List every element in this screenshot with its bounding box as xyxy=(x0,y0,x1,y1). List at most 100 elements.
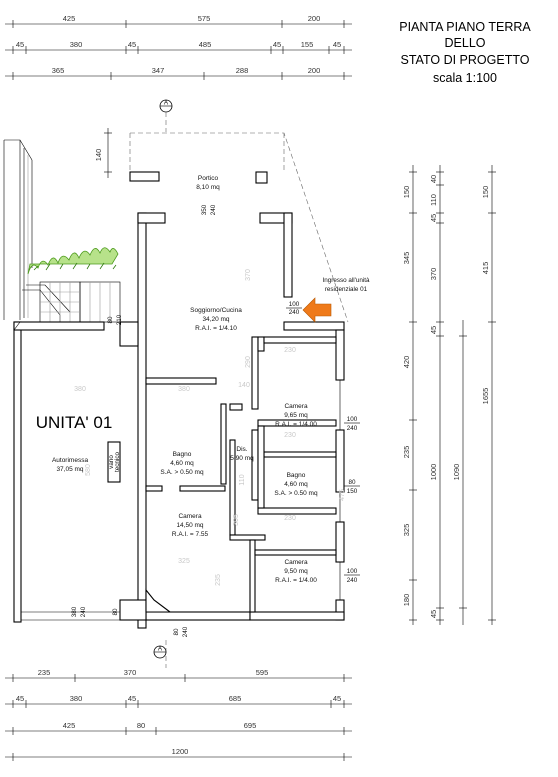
bagno1-name: Bagno xyxy=(173,451,192,458)
entrance-line-1: Ingresso all'unità xyxy=(322,277,370,284)
camera1-win-h: 240 xyxy=(347,425,358,432)
portico-area: 8,10 mq xyxy=(196,184,220,191)
room-portico: Portico 8,10 mq 350 240 xyxy=(196,175,220,215)
dim-top-r2-1: 45 xyxy=(16,40,24,49)
dim-right-c2-1: 40 xyxy=(429,175,438,183)
dim-right-c2-6: 1000 xyxy=(429,464,438,481)
ghost-140: 140 xyxy=(238,382,250,389)
dim-top-r2-2: 380 xyxy=(70,40,83,49)
ghost-475: 475 xyxy=(339,489,346,501)
soggiorno-name: Soggiorno/Cucina xyxy=(190,307,242,314)
room-camera-2: Camera 14,50 mq R.A.I. = 7.55 xyxy=(172,513,209,538)
ghost-380b: 380 xyxy=(178,386,190,393)
room-camera-3: Camera 9,50 mq R.A.I. = 1/4.00 100 240 xyxy=(275,559,360,584)
autorimessa-name: Autorimessa xyxy=(52,457,89,464)
title-line-1: PIANTA PIANO TERRA xyxy=(399,20,531,34)
bagno2-win-h: 150 xyxy=(347,488,358,495)
camera3-win-w: 100 xyxy=(347,568,358,575)
dim-bottom-r3-2: 80 xyxy=(137,721,145,730)
building-walls xyxy=(13,171,345,629)
dim-right-c4-1: 1090 xyxy=(452,464,461,481)
room-soggiorno: Soggiorno/Cucina 34,20 mq R.A.I. = 1/4.1… xyxy=(190,307,242,332)
title-line-3: STATO DI PROGETTO xyxy=(401,53,530,67)
portico-column-right xyxy=(255,171,268,184)
camera1-area: 9,65 mq xyxy=(284,412,308,419)
dim-right-c1-6: 180 xyxy=(402,594,411,607)
dim-right-c2-7: 45 xyxy=(429,610,438,618)
dim-right-c2-3: 45 xyxy=(429,214,438,222)
hedge-planting xyxy=(27,247,119,275)
room-bagno-1: Bagno 4,60 mq S.A. > 0.50 mq xyxy=(160,451,204,476)
bagno2-sa: S.A. > 0.50 mq xyxy=(274,490,318,497)
portico-name: Portico xyxy=(198,175,219,182)
ghost-370: 370 xyxy=(245,269,252,281)
left-window-marker: 80 210 xyxy=(107,314,123,325)
camera2-name: Camera xyxy=(178,513,202,520)
left-win-w: 80 xyxy=(107,316,114,324)
autorimessa-area: 37,05 mq xyxy=(56,466,83,473)
roof-projection-outline xyxy=(129,132,349,323)
dim-right-c1-1: 150 xyxy=(402,186,411,199)
garage-door-w: 380 xyxy=(71,606,78,617)
bagno2-area: 4,60 mq xyxy=(284,481,308,488)
soggiorno-area: 34,20 mq xyxy=(202,316,229,323)
dim-bottom-r2-3: 45 xyxy=(128,694,136,703)
bagno2-name: Bagno xyxy=(287,472,306,479)
camera2-win-h: 240 xyxy=(182,626,189,637)
dim-top-r3-1: 365 xyxy=(52,66,65,75)
bagno1-area: 4,60 mq xyxy=(170,460,194,467)
portico-column-left xyxy=(129,171,160,182)
camera2-area: 14,50 mq xyxy=(176,522,203,529)
dim-right-c3-2: 415 xyxy=(481,262,490,275)
dim-top-r2-3: 45 xyxy=(128,40,136,49)
dim-right-c2-4: 370 xyxy=(429,268,438,281)
dis-area: 5,90 mq xyxy=(230,455,254,462)
section-marker-bottom: A xyxy=(153,646,167,659)
camera3-name: Camera xyxy=(284,559,308,566)
ghost-380: 380 xyxy=(74,386,86,393)
vano-line-1: vano xyxy=(108,455,115,469)
neighbour-structure xyxy=(3,139,121,325)
dim-top-r2-5: 45 xyxy=(273,40,281,49)
dim-top-r3-2: 347 xyxy=(152,66,165,75)
dim-top-r3-3: 288 xyxy=(236,66,249,75)
soggiorno-rai: R.A.I. = 1/4.10 xyxy=(195,325,237,332)
dim-top-r1-3: 200 xyxy=(308,14,321,23)
section-label-bottom: A xyxy=(158,646,163,653)
ghost-325: 325 xyxy=(178,558,190,565)
ghost-305: 305 xyxy=(233,514,240,526)
room-camera-1: Camera 9,65 mq R.A.I. = 1/4.00 100 240 xyxy=(275,403,360,432)
vano-tecnico: vano tecnico xyxy=(107,441,121,483)
dim-bottom-total: 1200 xyxy=(172,747,189,756)
dim-right-c2-5: 45 xyxy=(429,326,438,334)
title-scale: scala 1:100 xyxy=(433,71,497,85)
section-marker-top: A xyxy=(159,100,173,668)
internal-dimensions: 230 230 380 380 140 325 230 370 290 580 … xyxy=(74,269,346,586)
dim-right-c2-2: 110 xyxy=(429,194,438,206)
dim-bottom-r1-1: 235 xyxy=(38,668,51,677)
right-dimension-chains: 150 345 420 235 325 180 40 110 45 370 45… xyxy=(402,165,496,625)
camera1-name: Camera xyxy=(284,403,308,410)
dim-bottom-r3-3: 695 xyxy=(244,721,257,730)
section-label-top: A xyxy=(164,100,169,107)
dim-top-r1-1: 425 xyxy=(63,14,76,23)
dim-bottom-r2-5: 45 xyxy=(333,694,341,703)
dim-right-c3-1: 150 xyxy=(481,186,490,199)
camera3-rai: R.A.I. = 1/4.00 xyxy=(275,577,317,584)
garage-door-h: 240 xyxy=(80,606,87,617)
bagno2-win-w: 80 xyxy=(348,479,356,486)
bagno1-sa: S.A. > 0.50 mq xyxy=(160,469,204,476)
dim-bottom-r2-4: 685 xyxy=(229,694,242,703)
drawing-title: PIANTA PIANO TERRA DELLO STATO DI PROGET… xyxy=(399,20,531,85)
dim-bottom-r2-2: 380 xyxy=(70,694,83,703)
dim-bottom-r1-3: 595 xyxy=(256,668,269,677)
entrance-door-h: 240 xyxy=(289,309,300,316)
entrance-annotation: Ingresso all'unità residenziale 01 100 2… xyxy=(286,277,370,323)
entrance-arrow-icon xyxy=(302,297,332,323)
dim-140-vertical: 140 xyxy=(94,128,112,178)
ghost-290: 290 xyxy=(245,356,252,368)
entrance-line-2: residenziale 01 xyxy=(325,286,368,293)
vano-line-2: tecnico xyxy=(114,452,121,472)
dim-right-c1-5: 325 xyxy=(402,524,411,537)
